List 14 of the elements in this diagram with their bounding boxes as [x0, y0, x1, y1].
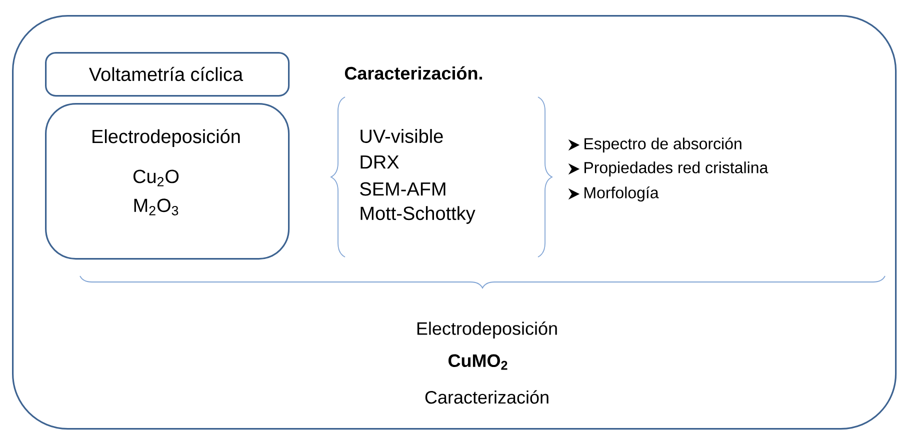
- result-text: CuMO$_{2}$: [448, 354, 508, 370]
- heading: Caracterización.: [344, 66, 482, 80]
- bullet-text: Espectro de absorción: [584, 137, 742, 153]
- result-text: Electrodeposición: [417, 322, 557, 338]
- result-text: Caracterización: [425, 390, 548, 404]
- bullet-text: Morfología: [584, 186, 659, 202]
- list-item: Mott-Schottky: [360, 206, 476, 224]
- bullet-text: Propiedades red cristalina: [584, 162, 768, 176]
- process-box: Electrodeposición Cu$_{2}$O M$_{2}$O$_{3}$: [45, 103, 290, 260]
- list-item: DRX: [360, 155, 399, 169]
- frame-box: [12, 15, 897, 430]
- process-box: Voltametría cíclica: [45, 52, 290, 97]
- list-item: UV-visible: [360, 129, 443, 143]
- list-item: SEM-AFM: [360, 182, 446, 196]
